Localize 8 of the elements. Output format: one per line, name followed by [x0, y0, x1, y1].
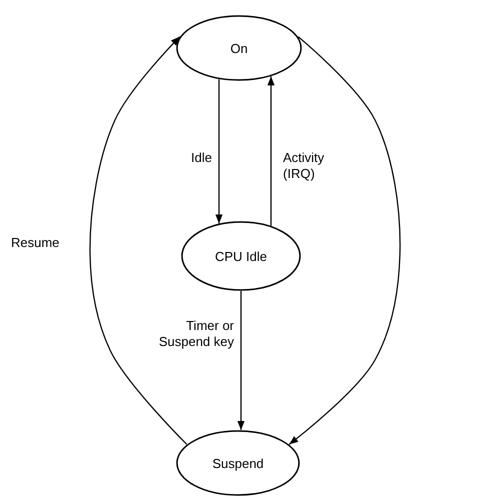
- arrow: [215, 79, 223, 224]
- arrow: [267, 76, 275, 226]
- arrow: [89, 36, 188, 445]
- state-label: CPU Idle: [214, 248, 268, 264]
- state-label: Suspend: [212, 456, 264, 470]
- arrow: [237, 291, 245, 430]
- state-label: On: [230, 40, 248, 56]
- arrow: [288, 36, 401, 445]
